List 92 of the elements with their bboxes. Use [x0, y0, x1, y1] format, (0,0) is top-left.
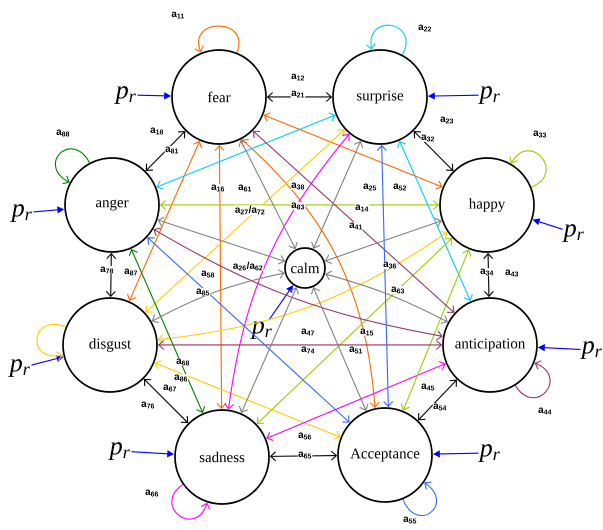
coefficient-label: a$_{76}$: [140, 401, 156, 409]
arrow: [241, 139, 380, 408]
input-symbol: p$_{r}$: [108, 442, 130, 460]
arrow: [152, 269, 285, 324]
arrow: [256, 238, 452, 424]
coefficient-label: a$_{34}$: [480, 268, 494, 276]
coefficient-label: a$_{11}$: [170, 11, 186, 19]
arrow: [156, 112, 336, 190]
coefficient-label: a$_{12}$: [290, 73, 306, 81]
arrow: [144, 378, 188, 424]
coefficient-label: a$_{41}$: [348, 222, 364, 230]
arrow: [266, 361, 446, 441]
loop-arrow: [171, 484, 210, 520]
coefficient-label: a$_{58}$: [200, 270, 216, 278]
arrow: [238, 287, 299, 414]
loop-arrow: [194, 26, 240, 53]
arrow: [106, 252, 116, 298]
loop-arrow: [366, 24, 406, 55]
arrow: [400, 249, 472, 411]
coefficient-label: a$_{36}$: [382, 261, 398, 269]
coefficient-label: a$_{47}$: [300, 328, 316, 336]
input-symbol: p$_{r}$: [562, 224, 584, 242]
arrow: [376, 144, 394, 408]
input-symbol: p$_{r}$: [580, 341, 602, 359]
coefficient-label: a$_{87}$: [124, 268, 138, 276]
arrow: [160, 200, 440, 210]
input-symbol: p$_{r}$: [478, 444, 500, 462]
arrow: [158, 340, 442, 350]
arrow: [158, 216, 286, 264]
input-symbol: p$_{r}$: [114, 86, 136, 104]
coefficient-label: a$_{86}$: [174, 374, 188, 382]
loop-arrow: [509, 150, 546, 188]
input-symbol: p$_{r}$: [10, 204, 32, 222]
arrow: [224, 134, 350, 410]
arrow: [414, 130, 454, 171]
coefficient-label: a$_{51}$: [348, 346, 364, 354]
arrow: [146, 130, 186, 171]
coefficient-label: a$_{15}$: [360, 328, 374, 336]
arrow: [266, 92, 332, 102]
coefficient-label: a$_{33}$: [532, 130, 548, 138]
coefficient-label: a$_{78}$: [100, 266, 114, 274]
loop-arrow: [514, 360, 550, 398]
arrow: [263, 112, 443, 190]
arrow: [483, 252, 494, 298]
loop-arrow: [55, 148, 90, 184]
coefficient-label: a$_{66}$: [144, 489, 160, 497]
coefficient-label: a$_{26}$/a$_{62}$: [232, 261, 264, 271]
arrow: [128, 248, 206, 414]
arrow: [126, 140, 202, 302]
coefficient-label: a$_{25}$: [362, 183, 378, 191]
arrow: [310, 287, 369, 411]
arrow: [238, 140, 298, 250]
arrow: [324, 218, 442, 264]
arrow: [147, 237, 350, 423]
input-symbol: p$_{r}$: [8, 359, 30, 377]
coefficient-label: a$_{32}$: [420, 134, 436, 142]
coefficient-label: a$_{61}$: [238, 184, 252, 192]
input-symbol: p$_{r}$: [478, 86, 500, 104]
arrow: [252, 130, 454, 313]
arrow: [311, 140, 364, 249]
coefficient-label: a$_{18}$: [150, 127, 164, 135]
coefficient-label: a$_{68}$: [176, 358, 190, 366]
coefficient-label: a$_{43}$: [504, 269, 520, 277]
arrow: [154, 360, 341, 440]
coefficient-label: a$_{38}$: [290, 182, 306, 190]
arrow: [324, 270, 448, 324]
coefficient-label: a$_{16}$: [210, 184, 226, 192]
coefficient-label: a$_{85}$: [196, 288, 210, 296]
arrow: [397, 140, 473, 302]
coefficient-label: a$_{83}$: [290, 202, 306, 210]
coefficient-label: a$_{81}$: [164, 146, 180, 154]
coefficient-label: a$_{65}$: [298, 451, 312, 459]
loop-arrow: [402, 482, 437, 516]
coefficient-label: a$_{88}$: [56, 129, 70, 137]
coefficient-label: a$_{55}$: [402, 516, 418, 524]
coefficient-label: a$_{23}$: [440, 116, 454, 124]
coefficient-label: a$_{67}$: [162, 384, 178, 392]
coefficient-label: a$_{74}$: [300, 346, 316, 354]
coefficient-label: a$_{52}$: [392, 183, 408, 191]
coefficient-label: a$_{45}$: [420, 383, 436, 391]
coefficient-label: a$_{63}$: [390, 286, 406, 294]
arrow: [418, 380, 457, 420]
coefficient-label: a$_{27}$/a$_{72}$: [234, 205, 266, 215]
coefficient-label: a$_{21}$: [290, 90, 306, 98]
arrow: [145, 129, 345, 313]
loop-arrow: [36, 324, 66, 361]
coefficient-label: a$_{44}$: [538, 407, 552, 415]
coefficient-label: a$_{54}$: [432, 403, 448, 411]
coefficient-label: a$_{22}$: [418, 24, 432, 32]
coefficient-label: a$_{56}$: [298, 432, 312, 440]
coefficient-label: a$_{14}$: [354, 204, 370, 212]
arrow: [214, 144, 226, 410]
